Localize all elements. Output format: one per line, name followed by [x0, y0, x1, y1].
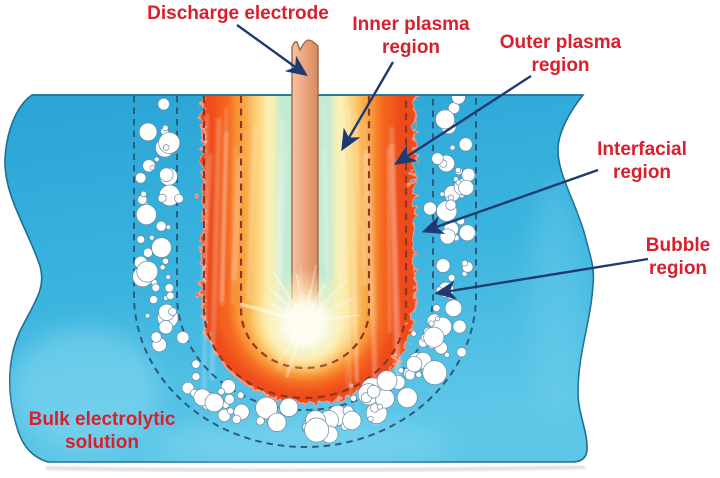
liquid-shadow: [45, 465, 586, 473]
interfacial-region-arrow: [421, 168, 599, 235]
bubble-band-outer-dashed-boundary: [133, 96, 477, 448]
label-outer-plasma-region: Outer plasma region: [499, 32, 622, 76]
label-discharge-electrode: Discharge electrode: [143, 2, 333, 25]
discharge-rays: [239, 265, 360, 379]
inner-plasma-arrow: [341, 61, 395, 152]
annotation-arrows: [236, 24, 649, 300]
label-inner-plasma-region: Inner plasma region: [352, 14, 470, 58]
outer-plasma-arrow: [393, 74, 532, 165]
label-text: Discharge electrode: [147, 3, 329, 24]
label-interfacial-region: Interfacial region: [597, 139, 687, 183]
discharge-glow-core: [281, 300, 329, 348]
label-bubble-region: Bubble region: [645, 235, 711, 279]
bubble-region-arrow: [434, 257, 649, 300]
electrolyte-highlights: [10, 180, 581, 462]
label-bulk-electrolytic-solution: Bulk electrolytic solution: [28, 409, 176, 453]
discharge-electrode-arrow: [236, 24, 308, 77]
